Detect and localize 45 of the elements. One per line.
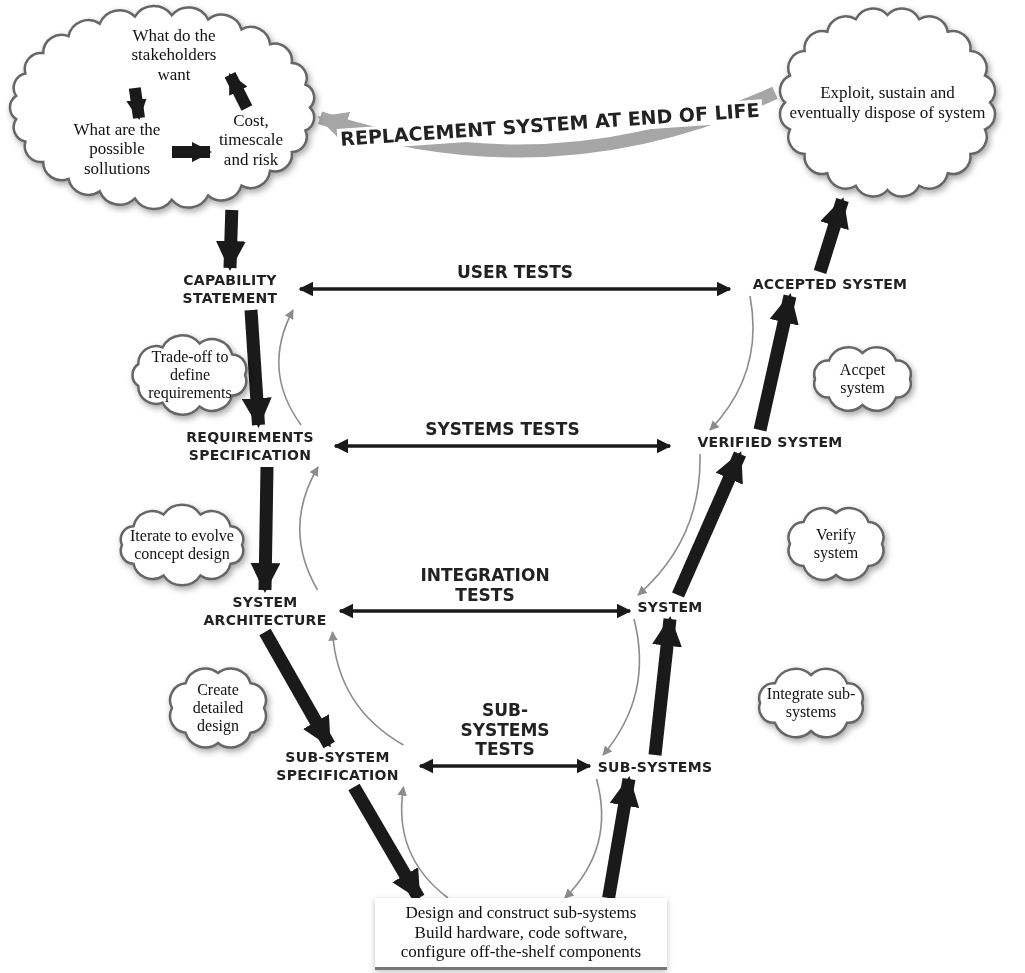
- cloud-text: Integrate sub-systems: [765, 685, 857, 721]
- process-box: [375, 898, 667, 970]
- arrow: [672, 451, 746, 598]
- arrow: [813, 197, 849, 274]
- arrow: [298, 281, 732, 297]
- stage-label: CAPABILITY STATEMENT: [160, 268, 300, 310]
- arrow: [602, 776, 640, 900]
- box-text: Build hardware, code software, configure off-the-shelf components: [399, 922, 643, 962]
- arrow: [753, 293, 799, 432]
- arrow: [637, 453, 701, 596]
- box-text: Design and construct sub-systems: [405, 903, 637, 923]
- arrow: [709, 295, 754, 431]
- arrow: [241, 309, 272, 428]
- arrow: [564, 778, 603, 899]
- stage-label: REQUIREMENTS SPECIFICATION: [165, 425, 335, 467]
- arrow: [397, 786, 449, 899]
- cloud-text: What do the stakeholders want: [118, 22, 230, 88]
- arrow: [259, 628, 335, 749]
- cloud-text: Accpet system: [838, 361, 887, 397]
- cloud-text: Exploit, sustain and eventually dispose of system: [788, 83, 987, 122]
- arrow: [602, 618, 641, 756]
- stage-label: VERIFIED SYSTEM: [670, 430, 870, 454]
- arrow: [333, 438, 672, 454]
- cloud-text: Iterate to evolve concept design: [129, 527, 235, 563]
- cloud-text: Verify system: [812, 526, 860, 562]
- cloud-text: Create detailed design: [191, 681, 245, 735]
- stage-label: SYSTEM: [630, 595, 710, 619]
- arrow: [250, 466, 281, 593]
- arrow: [224, 72, 253, 111]
- arrow: [172, 141, 213, 163]
- cloud-text: Cost, timescale and risk: [210, 108, 292, 172]
- arrow: [328, 631, 405, 746]
- arrow: [278, 309, 302, 426]
- stage-label: SYSTEM ARCHITECTURE: [190, 590, 340, 632]
- stage-label: SUB-SYSTEM SPECIFICATION: [255, 745, 420, 787]
- arrow: [215, 209, 246, 271]
- stage-label: ACCEPTED SYSTEM: [730, 272, 930, 296]
- arrow: [298, 466, 319, 591]
- arrow: [418, 758, 592, 774]
- arrow: [648, 616, 682, 756]
- stage-label: SUB-SYSTEMS: [590, 755, 720, 779]
- arrow: [338, 603, 632, 619]
- cloud-text: What are the possible sollutions: [62, 118, 172, 180]
- cloud-text: Trade-off to define requirements: [147, 348, 233, 402]
- arrow: [126, 87, 147, 120]
